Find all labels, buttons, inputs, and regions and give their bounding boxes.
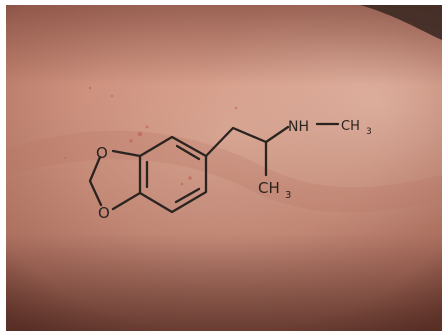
oxygen-bottom-label: O [98, 204, 110, 222]
molecule-tattoo [88, 122, 340, 214]
bond-o-bottom [111, 191, 142, 211]
frame-bottom [0, 331, 446, 336]
double-bond-1 [175, 144, 201, 161]
methyl-1-label: CH [341, 119, 360, 134]
double-bond-2 [174, 187, 201, 204]
amine-label: NH [288, 119, 309, 135]
methyl-2-label: CH [258, 179, 280, 197]
side-chain [204, 125, 290, 158]
bond-o-top [111, 149, 142, 158]
frame-top [0, 0, 446, 5]
methyl-1-subscript: 3 [366, 127, 372, 137]
bottom-shadow [6, 5, 442, 331]
skin-marks [64, 86, 238, 186]
oxygen-top-label: O [96, 144, 108, 162]
corner-shadow [360, 5, 442, 40]
frame-right [442, 0, 446, 336]
methylene-bridge [88, 155, 103, 207]
methyl-2-subscript: 3 [285, 190, 291, 201]
frame-left [0, 0, 6, 336]
